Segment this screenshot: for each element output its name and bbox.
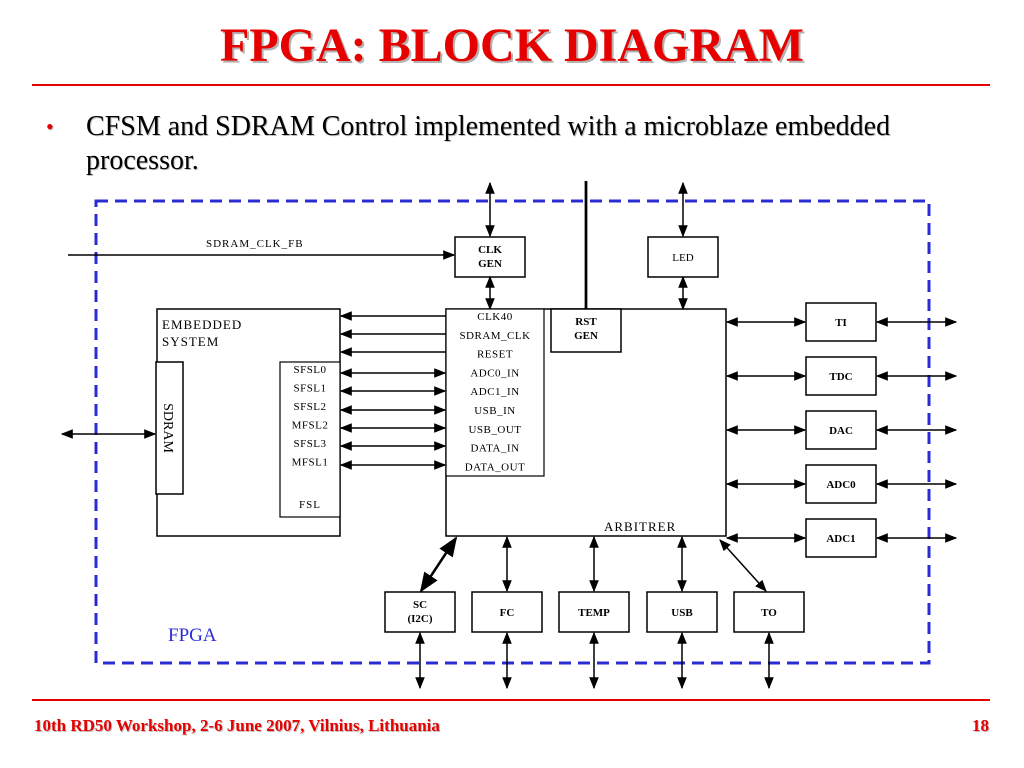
fpga-label: FPGA: [168, 625, 217, 646]
fsl-port-label: SFSL3: [293, 438, 326, 450]
bottom-block-to: TO: [733, 591, 805, 633]
arbiter-port-label: ADC1_IN: [470, 386, 519, 398]
embedded-system-label-line1: EMBEDDED: [162, 317, 242, 332]
bottom-block-label: FC: [500, 607, 515, 619]
arbiter-port-label: USB_IN: [474, 405, 516, 417]
fsl-port-label: MFSL1: [292, 457, 329, 469]
arbiter-port-label: DATA_IN: [470, 443, 519, 455]
bottom-link-arrow: [419, 536, 458, 593]
title-rule: [32, 84, 990, 86]
rst-gen-label-line1: RST: [575, 316, 597, 328]
fsl-port-label: SFSL1: [293, 383, 326, 395]
sdram-block: SDRAM: [155, 361, 184, 495]
bullet-text: CFSM and SDRAM Control implemented with …: [86, 111, 891, 176]
arbiter-label: ARBITRER: [604, 519, 676, 534]
clk-gen-block: CLK GEN: [454, 236, 526, 278]
peripheral-block-ti: TI: [805, 302, 877, 342]
arbiter-port-label: CLK40: [477, 311, 513, 323]
bottom-link-arrow: [719, 539, 767, 592]
fsl-port-box: [279, 361, 341, 518]
peripheral-label: TI: [835, 317, 847, 329]
bottom-block-label: TO: [761, 607, 777, 619]
footer-rule: [32, 699, 990, 701]
arbiter-port-label: DATA_OUT: [465, 461, 526, 473]
peripheral-block-adc0: ADC0: [805, 464, 877, 504]
arbiter-port-label: RESET: [477, 349, 513, 361]
bottom-block-label: (I2C): [407, 613, 432, 625]
clk-gen-label-line1: CLK: [478, 244, 502, 256]
arbiter-port-list: [445, 308, 545, 477]
fsl-port-label: SFSL0: [293, 364, 326, 376]
page-number: 18: [972, 716, 989, 735]
peripheral-block-tdc: TDC: [805, 356, 877, 396]
bottom-block-label: SC: [413, 599, 427, 611]
sdram-clk-fb-label: SDRAM_CLK_FB: [206, 238, 304, 250]
slide-title: FPGA: BLOCK DIAGRAM: [220, 19, 804, 72]
peripheral-label: ADC0: [826, 479, 856, 491]
bullet-icon: •: [46, 114, 54, 139]
peripheral-label: ADC1: [826, 533, 855, 545]
led-block: LED: [647, 236, 719, 278]
bottom-block-temp: TEMP: [558, 591, 630, 633]
bottom-block-usb: USB: [646, 591, 718, 633]
led-label: LED: [672, 252, 693, 264]
fsl-port-label: MFSL2: [292, 420, 329, 432]
peripheral-block-adc1: ADC1: [805, 518, 877, 558]
bottom-block-label: USB: [671, 607, 693, 619]
embedded-system-label-line2: SYSTEM: [162, 334, 219, 349]
footer-event: 10th RD50 Workshop, 2-6 June 2007, Vilni…: [34, 716, 440, 735]
bottom-block-label: TEMP: [578, 607, 610, 619]
arbiter-port-label: ADC0_IN: [470, 367, 519, 379]
peripheral-label: DAC: [829, 425, 853, 437]
fsl-label: FSL: [299, 499, 321, 511]
peripheral-block-dac: DAC: [805, 410, 877, 450]
peripheral-label: TDC: [829, 371, 852, 383]
rst-gen-block: RST GEN: [550, 308, 622, 353]
clk-gen-label-line2: GEN: [478, 258, 502, 270]
bottom-block-fc: FC: [471, 591, 543, 633]
arbiter-port-label: USB_OUT: [468, 424, 521, 436]
sdram-label: SDRAM: [160, 403, 175, 453]
rst-gen-label-line2: GEN: [574, 330, 598, 342]
arbiter-port-label: SDRAM_CLK: [459, 330, 530, 342]
fsl-port-label: SFSL2: [293, 401, 326, 413]
bottom-block-sc: SC (I2C): [384, 591, 456, 633]
